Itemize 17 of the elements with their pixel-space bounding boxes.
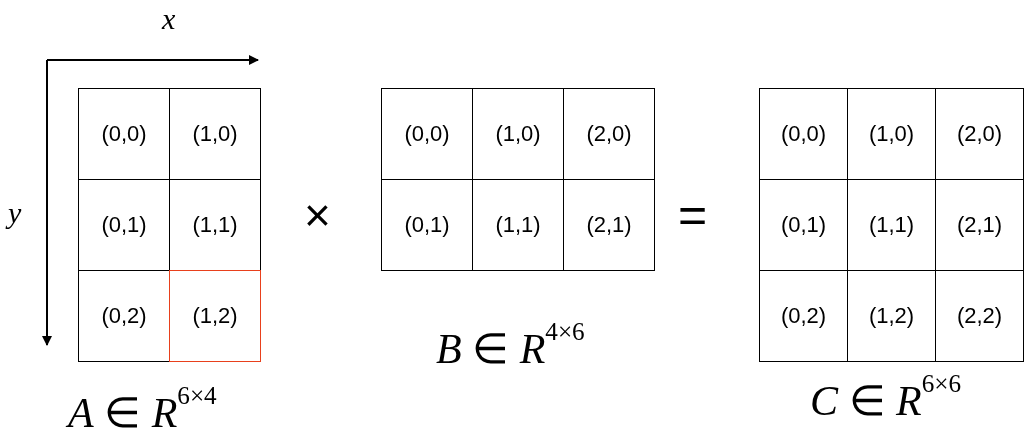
operator-sign: = [678,186,708,244]
axis-label: x [162,2,176,36]
matrix-cell: (0,1) [381,179,473,271]
matrix-cell: (0,2) [78,270,170,362]
matrix-cell: (2,0) [563,88,655,180]
matrix-cell: (0,0) [78,88,170,180]
matrix-cell: (1,2) [169,270,261,362]
matrix-cell: (2,0) [935,88,1024,180]
matrix-label: B ∈ R$^{4×6}$ [436,318,585,373]
matrix-label: C ∈ R$^{6×6}$ [810,370,962,425]
matrix-cell: (2,1) [563,179,655,271]
matrix-cell: (0,0) [381,88,473,180]
matrix-cell: (0,0) [759,88,848,180]
matrix-cell: (1,0) [169,88,261,180]
matrix-cell: (0,2) [759,270,848,362]
operator-sign: × [304,188,331,242]
matrix-cell: (2,2) [935,270,1024,362]
